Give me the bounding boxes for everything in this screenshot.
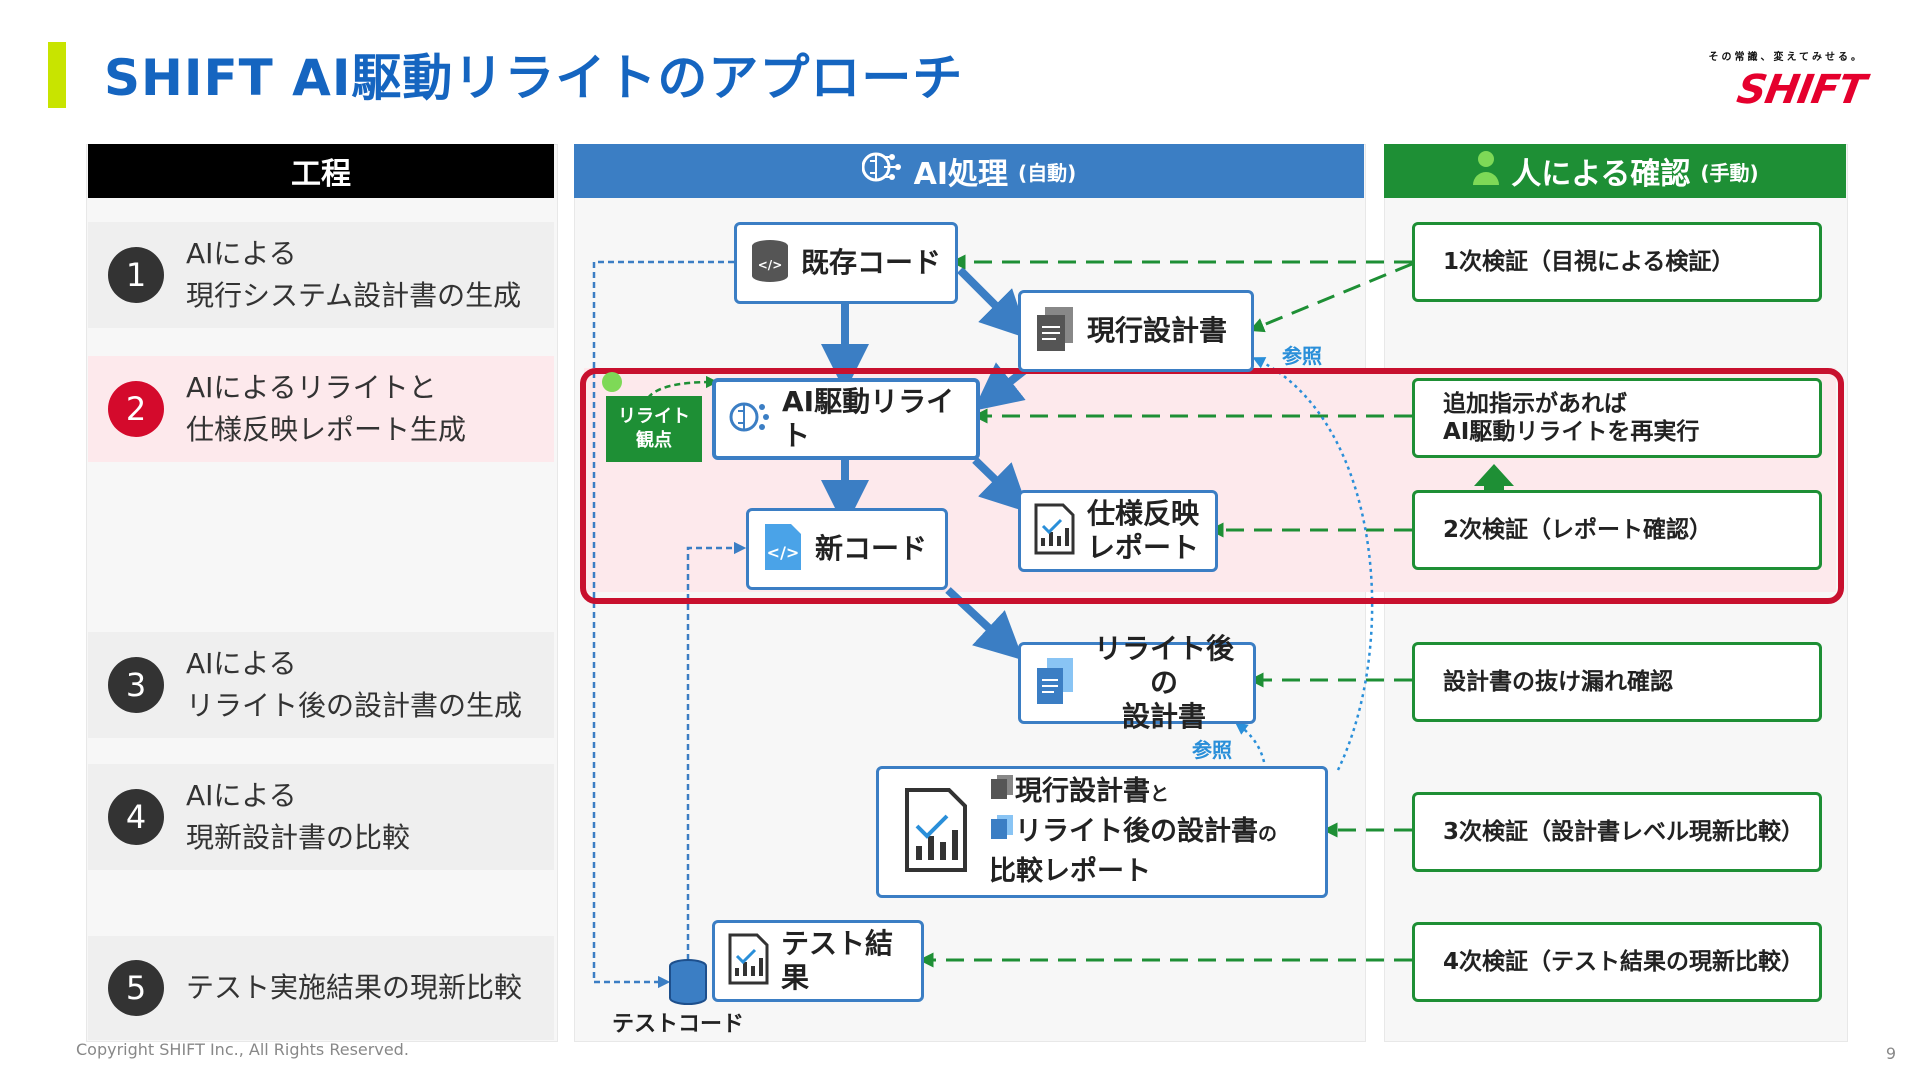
step-row-5: 5 テスト実施結果の現新比較 <box>88 936 554 1040</box>
arrow-existing-to-design <box>957 267 1029 339</box>
check-4: 4次検証（テスト結果の現新比較） <box>1412 922 1822 1002</box>
check-1: 1次検証（目視による検証） <box>1412 222 1822 302</box>
node-rewritten-design: リライト後の 設計書 <box>1018 632 1256 733</box>
node-label: 新コード <box>815 532 928 565</box>
ai-brain-icon <box>728 395 772 443</box>
node-label: AI駆動リライト <box>782 385 955 452</box>
logo-slogan: その常識、変えてみせる。 <box>1708 52 1864 63</box>
node-label: リライト後の 設計書 <box>1093 632 1234 733</box>
step-number: 3 <box>108 657 164 713</box>
human-header-label: 人による確認 <box>1511 157 1691 192</box>
ref-label-1: 参照 <box>1282 344 1322 368</box>
test-code-label: テストコード <box>612 1012 745 1037</box>
step-number: 2 <box>108 381 164 437</box>
arrow-rewrite-to-report <box>972 457 1030 513</box>
copyright: Copyright SHIFT Inc., All Rights Reserve… <box>76 1040 409 1059</box>
node-label: 既存コード <box>801 246 942 279</box>
ref-label-2: 参照 <box>1192 738 1232 762</box>
title-accent-bar <box>48 42 66 108</box>
step-row-3: 3 AIによる リライト後の設計書の生成 <box>88 632 554 738</box>
report-chart-icon <box>1033 502 1077 560</box>
svg-text:</>: </> <box>767 543 800 562</box>
node-ai-rewrite: AI駆動リライト <box>712 378 980 460</box>
step-number: 1 <box>108 247 164 303</box>
step-row-2: 2 AIによるリライトと 仕様反映レポート生成 <box>88 356 554 462</box>
compare-report-text: 現行設計書と リライト後の設計書の 比較レポート <box>989 773 1277 891</box>
human-header-sub: (手動) <box>1700 160 1759 185</box>
shift-logo: その常識、変えてみせる。 SHIFT <box>1708 48 1869 113</box>
check1-to-design <box>1249 262 1413 333</box>
step-number: 4 <box>108 789 164 845</box>
node-existing-code: </> 既存コード <box>734 222 958 304</box>
report-chart-icon <box>903 786 969 878</box>
dashed-existing-to-testcode <box>592 260 734 989</box>
step-text: AIによる リライト後の設計書の生成 <box>186 647 523 722</box>
page-number: 9 <box>1885 1044 1896 1063</box>
node-label: 仕様反映 レポート <box>1087 497 1200 564</box>
report-chart-icon <box>727 932 771 990</box>
node-spec-report: 仕様反映 レポート <box>1018 490 1218 572</box>
svg-text:</>: </> <box>758 258 783 272</box>
document-blue-icon <box>1033 656 1077 710</box>
document-stack-icon <box>1033 305 1077 357</box>
check-2: 2次検証（レポート確認） <box>1412 490 1822 570</box>
node-new-code: </> 新コード <box>746 508 948 590</box>
ai-header-sub: (自動) <box>1018 160 1077 185</box>
dashed-testcode-to-newcode <box>686 541 747 970</box>
compare-text-part: の <box>1258 823 1278 845</box>
node-label: テスト結果 <box>781 927 894 994</box>
node-current-design: 現行設計書 <box>1018 290 1254 372</box>
compare-line-2: リライト後の設計書の <box>989 813 1277 853</box>
compare-line-1: 現行設計書と <box>989 773 1277 813</box>
step-text: AIによる 現新設計書の比較 <box>186 779 411 854</box>
step-text: AIによるリライトと 仕様反映レポート生成 <box>186 371 467 446</box>
node-test-result: テスト結果 <box>712 920 924 1002</box>
compare-text-part: リライト後の設計書 <box>1015 816 1258 847</box>
process-header: 工程 <box>88 144 554 198</box>
ai-header-label: AI処理 <box>913 157 1009 192</box>
code-file-icon: </> <box>761 522 805 576</box>
person-icon <box>1471 149 1501 193</box>
document-blue-icon <box>989 815 1015 847</box>
rewrite-viewpoint-badge: リライト 観点 <box>606 396 702 462</box>
viewpoint-person-icon <box>602 372 622 392</box>
compare-text-part: と <box>1150 783 1170 805</box>
check-instruction: 追加指示があれば AI駆動リライトを再実行 <box>1412 378 1822 458</box>
human-header: 人による確認 (手動) <box>1384 144 1846 198</box>
node-compare-report: 現行設計書と リライト後の設計書の 比較レポート <box>876 766 1328 898</box>
check-3: 3次検証（設計書レベル現新比較） <box>1412 792 1822 872</box>
compare-text-part: 現行設計書 <box>1015 776 1150 807</box>
ai-brain-icon <box>861 147 904 195</box>
database-icon: </> <box>749 238 791 288</box>
up-arrow-icon <box>1474 464 1514 498</box>
viewpoint-to-rewrite <box>647 375 719 399</box>
compare-line-3: 比較レポート <box>989 856 1151 887</box>
step-row-4: 4 AIによる 現新設計書の比較 <box>88 764 554 870</box>
step-row-1: 1 AIによる 現行システム設計書の生成 <box>88 222 554 328</box>
ref-compare-to-new-design <box>1235 722 1266 763</box>
database-icon <box>666 958 710 1010</box>
document-stack-icon <box>989 775 1015 807</box>
node-label: 現行設計書 <box>1087 314 1228 347</box>
process-header-label: 工程 <box>291 157 351 192</box>
step-number: 5 <box>108 960 164 1016</box>
step-text: AIによる 現行システム設計書の生成 <box>186 237 522 312</box>
ai-header: AI処理 (自動) <box>574 144 1364 198</box>
step-text: テスト実施結果の現新比較 <box>186 971 523 1004</box>
page-title: SHIFT AI駆動リライトのアプローチ <box>104 49 964 107</box>
check-omission: 設計書の抜け漏れ確認 <box>1412 642 1822 722</box>
